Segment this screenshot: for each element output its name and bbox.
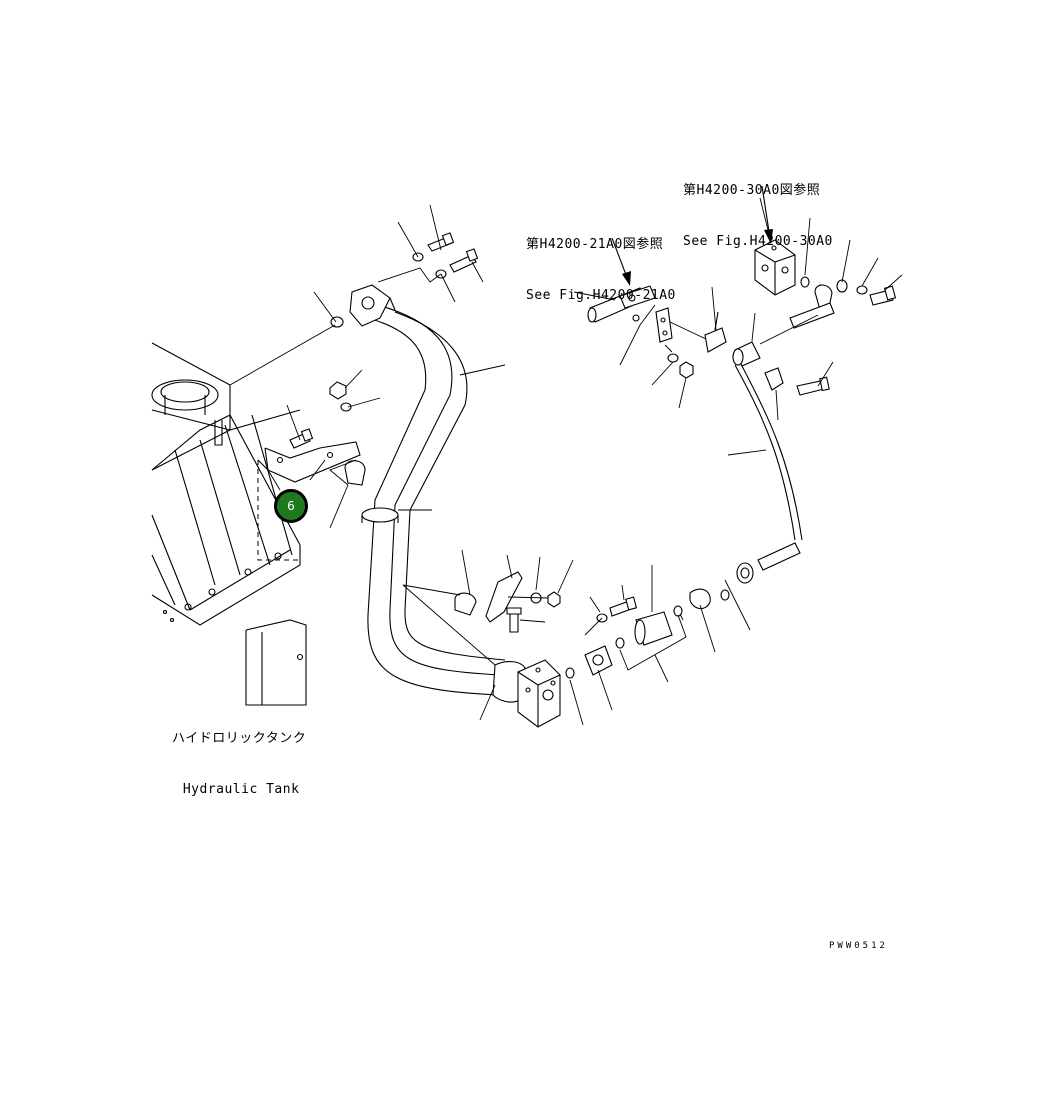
part-callout-6[interactable]: 6 <box>274 489 308 523</box>
reference-21a0-jp: 第H4200-21A0図参照 <box>526 237 664 252</box>
reference-30a0-jp: 第H4200-30A0図参照 <box>683 183 821 198</box>
reference-30a0-en: See Fig.H4200-30A0 <box>683 234 833 249</box>
suction-pipe <box>349 284 561 728</box>
reference-arrows <box>611 185 773 286</box>
lower-clamps <box>402 549 574 721</box>
hydraulic-tank-label: ハイドロリックタンク Hydraulic Tank <box>172 696 306 815</box>
part-callout-number: 6 <box>287 499 295 513</box>
fig-21a0-parts <box>573 285 727 409</box>
flange-bolts <box>289 232 479 486</box>
hose-assembly <box>565 312 834 726</box>
fig-30a0-parts <box>754 197 903 345</box>
drawing-code: PWW0512 <box>829 941 888 951</box>
hydraulic-tank-label-en: Hydraulic Tank <box>182 782 300 797</box>
tank-bracket <box>257 441 361 561</box>
reference-21a0-en: See Fig.H4200-21A0 <box>526 288 676 303</box>
leader-lines-left <box>229 204 506 529</box>
hydraulic-tank-label-jp: ハイドロリックタンク <box>172 731 307 746</box>
reference-21a0: 第H4200-21A0図参照 See Fig.H4200-21A0 <box>526 202 676 321</box>
hydraulic-tank <box>151 342 307 706</box>
reference-30a0: 第H4200-30A0図参照 See Fig.H4200-30A0 <box>683 148 833 267</box>
